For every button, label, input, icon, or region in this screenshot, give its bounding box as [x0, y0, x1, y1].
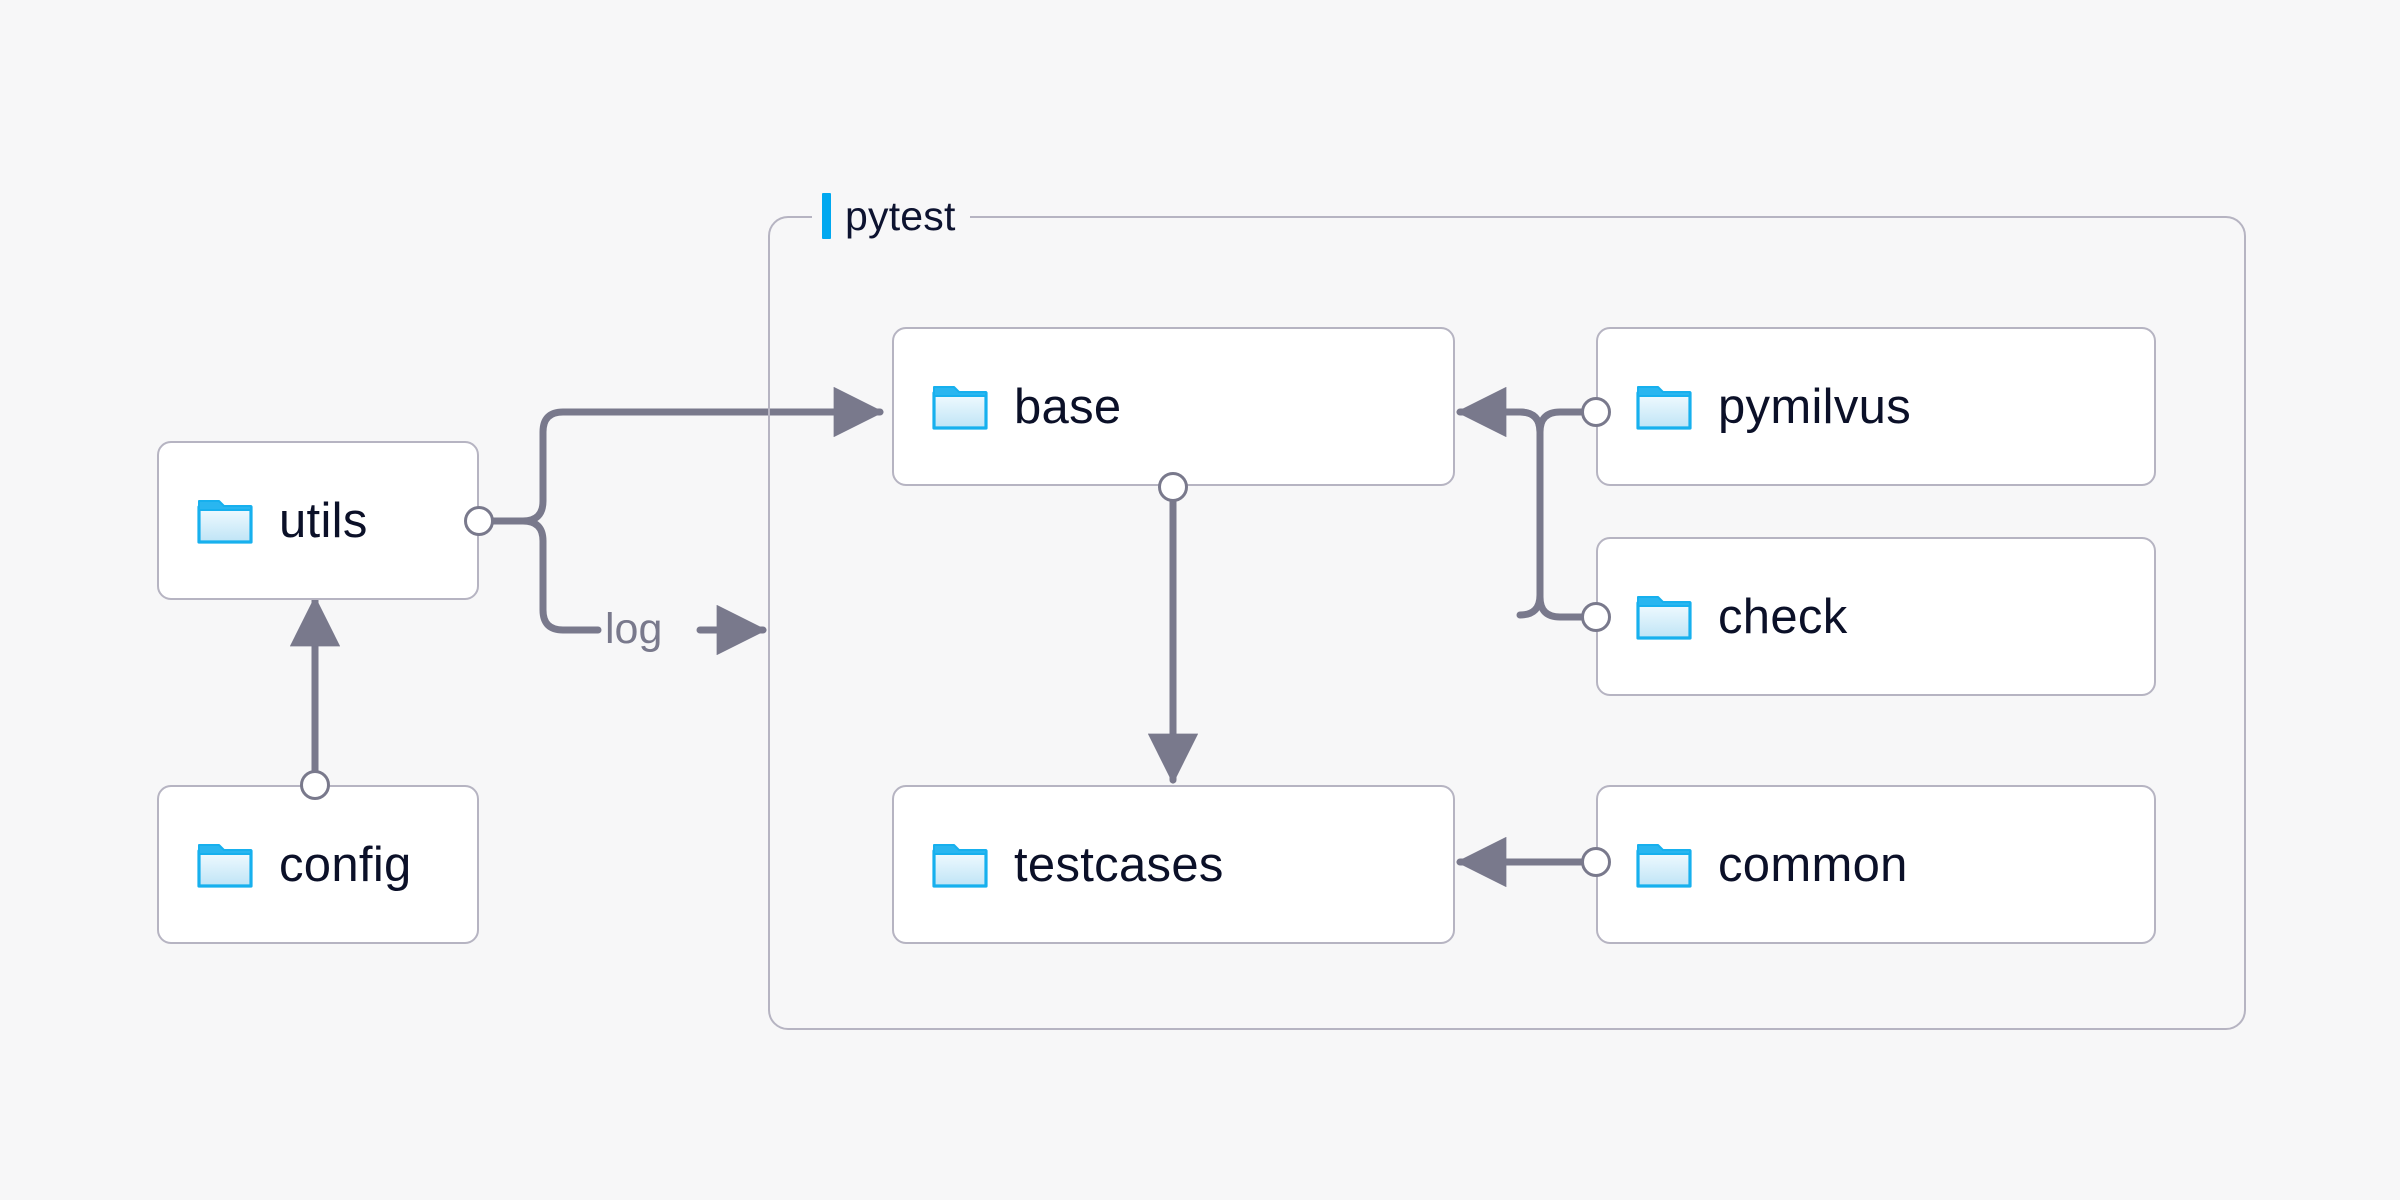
- port-config-top[interactable]: [300, 770, 330, 800]
- node-check[interactable]: check: [1596, 537, 2156, 696]
- port-base-bottom[interactable]: [1158, 472, 1188, 502]
- node-check-label: check: [1718, 589, 1848, 644]
- node-utils[interactable]: utils: [157, 441, 479, 600]
- node-utils-label: utils: [279, 493, 368, 548]
- node-pymilvus-label: pymilvus: [1718, 379, 1911, 434]
- node-testcases-label: testcases: [1014, 837, 1224, 892]
- node-config[interactable]: config: [157, 785, 479, 944]
- group-pytest-label: pytest: [812, 188, 970, 244]
- group-accent-bar: [822, 193, 831, 239]
- node-common-label: common: [1718, 837, 1908, 892]
- port-common-left[interactable]: [1581, 847, 1611, 877]
- folder-icon: [197, 843, 253, 888]
- node-testcases[interactable]: testcases: [892, 785, 1455, 944]
- folder-icon: [1636, 843, 1692, 888]
- node-pymilvus[interactable]: pymilvus: [1596, 327, 2156, 486]
- folder-icon: [932, 385, 988, 430]
- node-base[interactable]: base: [892, 327, 1455, 486]
- node-config-label: config: [279, 837, 412, 892]
- group-pytest-label-text: pytest: [845, 192, 956, 239]
- port-utils-right[interactable]: [464, 506, 494, 536]
- group-pytest[interactable]: [768, 216, 2246, 1030]
- port-check-left[interactable]: [1581, 602, 1611, 632]
- edge-label-log: log: [605, 605, 663, 653]
- folder-icon: [1636, 595, 1692, 640]
- folder-icon: [932, 843, 988, 888]
- folder-icon: [197, 499, 253, 544]
- node-common[interactable]: common: [1596, 785, 2156, 944]
- node-base-label: base: [1014, 379, 1122, 434]
- edge-utils-log: [481, 517, 602, 634]
- port-pymilvus-left[interactable]: [1581, 397, 1611, 427]
- folder-icon: [1636, 385, 1692, 430]
